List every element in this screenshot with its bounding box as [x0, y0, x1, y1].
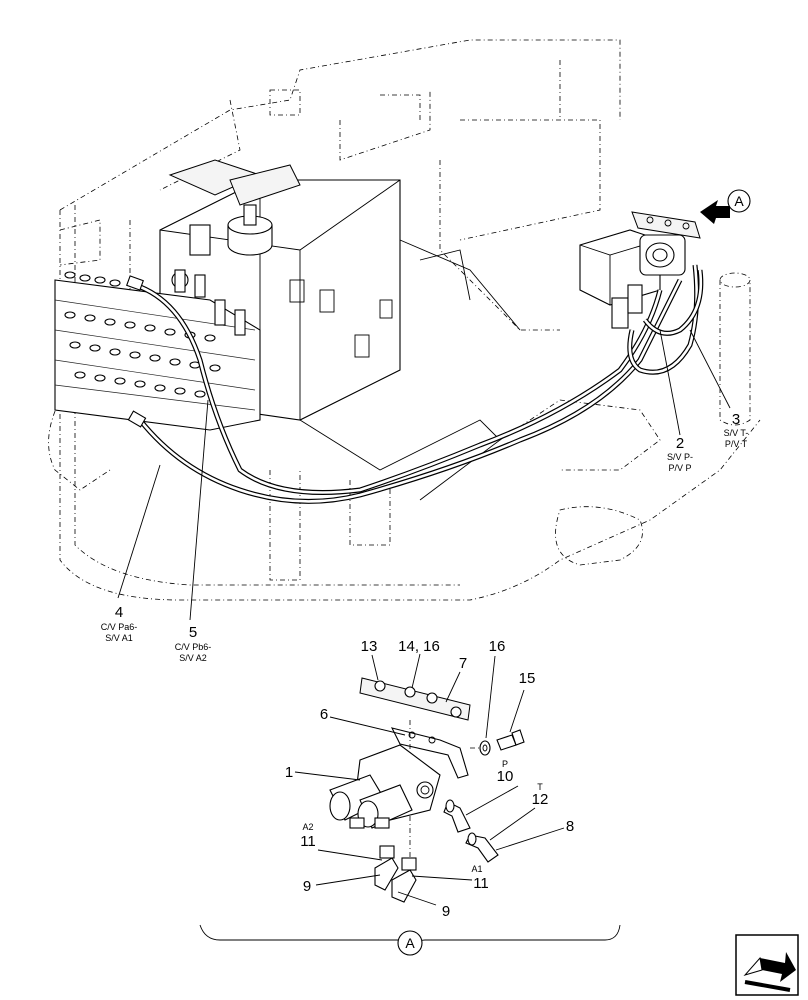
callout-7: 7 — [459, 655, 467, 672]
callout-14-16: 14, 16 — [398, 638, 440, 655]
hoses — [126, 264, 704, 504]
callout-12: 12 — [532, 791, 549, 808]
callout-9-b: 9 — [442, 903, 450, 920]
callout-5-sub1: C/V Pb6- — [175, 642, 212, 652]
view-marker-top-label: A — [734, 193, 744, 209]
callout-11-a2-port: A2 — [302, 822, 313, 832]
callout-4: 4 — [115, 604, 123, 621]
exploded-assembly — [329, 677, 525, 903]
view-marker-bottom-label: A — [405, 935, 415, 951]
callout-13: 13 — [361, 638, 378, 655]
callout-2: 2 — [676, 435, 684, 452]
callout-11-a1: 11 — [473, 875, 489, 892]
next-page-arrow-icon[interactable] — [735, 934, 799, 996]
machine-frame-phantom — [48, 39, 761, 601]
callout-1: 1 — [285, 764, 293, 781]
callout-11-a1-port: A1 — [471, 864, 482, 874]
view-marker-top — [727, 189, 751, 213]
callout-4-sub2: S/V A1 — [105, 633, 133, 643]
callout-2-sub1: S/V P- — [667, 452, 693, 462]
view-marker-bottom — [397, 930, 423, 956]
callout-3-sub1: S/V T- — [724, 428, 749, 438]
callout-5-sub2: S/V A2 — [179, 653, 207, 663]
callout-3: 3 — [732, 411, 740, 428]
callout-10: 10 — [497, 768, 514, 785]
callout-3-sub2: P/V T — [725, 439, 748, 449]
callout-15: 15 — [519, 670, 536, 687]
callout-2-sub2: P/V P — [668, 463, 691, 473]
callout-4-sub1: C/V Pa6- — [101, 622, 138, 632]
callout-12-port: T — [537, 782, 543, 792]
callout-11-a2: 11 — [300, 833, 316, 850]
callout-10-port: P — [502, 759, 508, 769]
callout-6: 6 — [320, 706, 328, 723]
callout-8: 8 — [566, 818, 574, 835]
callout-5: 5 — [189, 624, 197, 641]
callout-9-a: 9 — [303, 878, 311, 895]
callout-16: 16 — [489, 638, 506, 655]
solenoid-valve-installed — [579, 211, 701, 329]
view-arrow-icon — [700, 200, 730, 224]
